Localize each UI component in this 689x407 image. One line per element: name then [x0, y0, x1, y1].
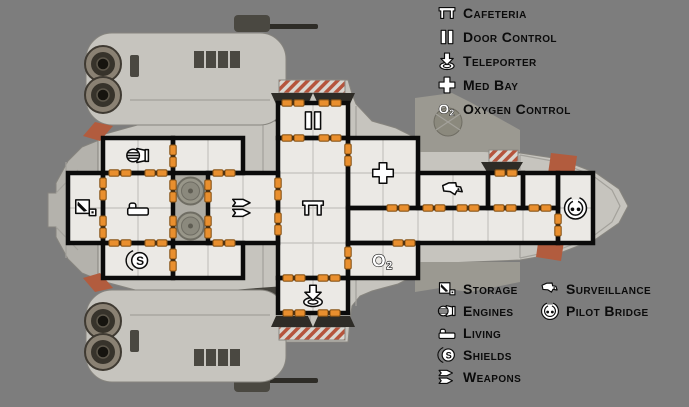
legend-item-surveillance: Surveillance	[540, 278, 651, 300]
legend-item-cafeteria: Cafeteria	[437, 1, 571, 25]
legend-label: Shields	[463, 347, 512, 363]
legend-label: Living	[463, 325, 502, 341]
door	[528, 204, 552, 212]
airlock-pad	[313, 316, 355, 327]
legend-item-oxygen: Oxygen Control	[437, 97, 571, 121]
hull-stripe	[83, 273, 113, 292]
legend-item-storage: Storage	[437, 278, 521, 300]
room-grid	[208, 173, 278, 243]
legend-label: Cafeteria	[463, 5, 527, 21]
pilot-bridge-icon	[540, 301, 560, 321]
airlock-pad	[271, 316, 313, 327]
door	[169, 179, 177, 203]
legend-label: Oxygen Control	[463, 101, 571, 117]
legend-item-shields: Shields	[437, 344, 521, 366]
legend-label: Weapons	[463, 369, 522, 385]
engine-nacelle-top	[84, 32, 287, 126]
legend-item-door-control: Door Control	[437, 25, 571, 49]
door	[554, 213, 562, 237]
legend-label: Surveillance	[566, 281, 652, 297]
hazard-strip	[278, 326, 346, 341]
door	[392, 239, 416, 247]
legend-item-engines: Engines	[437, 300, 521, 322]
door	[144, 239, 168, 247]
legend-label: Teleporter	[463, 53, 537, 69]
room-fore-room-2-floor	[523, 173, 558, 208]
door	[282, 309, 306, 317]
room-grid	[278, 138, 348, 278]
weapons-icon	[437, 367, 457, 387]
living-icon	[437, 323, 457, 343]
hazard-strip	[488, 149, 519, 163]
door	[317, 309, 341, 317]
door	[204, 179, 212, 203]
legend-label: Door Control	[463, 29, 557, 45]
turret-top-icon	[234, 15, 318, 32]
door	[274, 212, 282, 236]
door	[344, 246, 352, 270]
door	[169, 144, 177, 168]
legend-item-living: Living	[437, 322, 521, 344]
room-teleporter	[275, 275, 351, 316]
surveillance-icon	[540, 279, 560, 299]
teleporter-icon	[437, 51, 457, 71]
engine-nacelle-bottom	[84, 289, 287, 383]
door	[318, 134, 342, 142]
door	[108, 239, 132, 247]
doors	[99, 99, 562, 317]
legend-item-pilot-bridge: Pilot Bridge	[540, 300, 651, 322]
door	[99, 177, 107, 201]
legend-label: Pilot Bridge	[566, 303, 649, 319]
door	[282, 274, 306, 282]
legend-item-med-bay: Med Bay	[437, 73, 571, 97]
door	[108, 169, 132, 177]
room-pilot-bridge	[555, 170, 596, 246]
door	[169, 248, 177, 272]
door	[456, 204, 480, 212]
med-bay-icon	[437, 75, 457, 95]
door	[493, 204, 517, 212]
engines-icon	[126, 147, 150, 164]
hull-gap-column	[173, 173, 208, 243]
cafeteria-icon	[437, 3, 457, 23]
door	[422, 204, 446, 212]
shields-icon	[437, 345, 457, 365]
door	[212, 239, 236, 247]
legend-item-teleporter: Teleporter	[437, 49, 571, 73]
storage-icon	[437, 279, 457, 299]
door	[281, 134, 305, 142]
door	[212, 169, 236, 177]
hull-stripe	[83, 122, 113, 141]
legend-label: Storage	[463, 281, 518, 297]
door	[144, 169, 168, 177]
door	[99, 215, 107, 239]
legend-item-weapons: Weapons	[437, 366, 521, 388]
oxygen-icon	[437, 99, 457, 119]
room-grid	[382, 208, 524, 243]
pilot-bridge-icon	[567, 200, 585, 217]
door	[344, 143, 352, 167]
door	[494, 169, 518, 177]
door	[169, 215, 177, 239]
door-control-icon	[437, 27, 457, 47]
door	[318, 99, 342, 107]
door	[204, 215, 212, 239]
door	[386, 204, 410, 212]
room-fore-room-1-floor	[488, 173, 523, 208]
engines-icon	[437, 301, 457, 321]
legend-label: Engines	[463, 303, 514, 319]
door	[274, 177, 282, 201]
legend-label: Med Bay	[463, 77, 519, 93]
door	[317, 274, 341, 282]
hazard-strip	[278, 79, 346, 94]
door	[281, 99, 305, 107]
